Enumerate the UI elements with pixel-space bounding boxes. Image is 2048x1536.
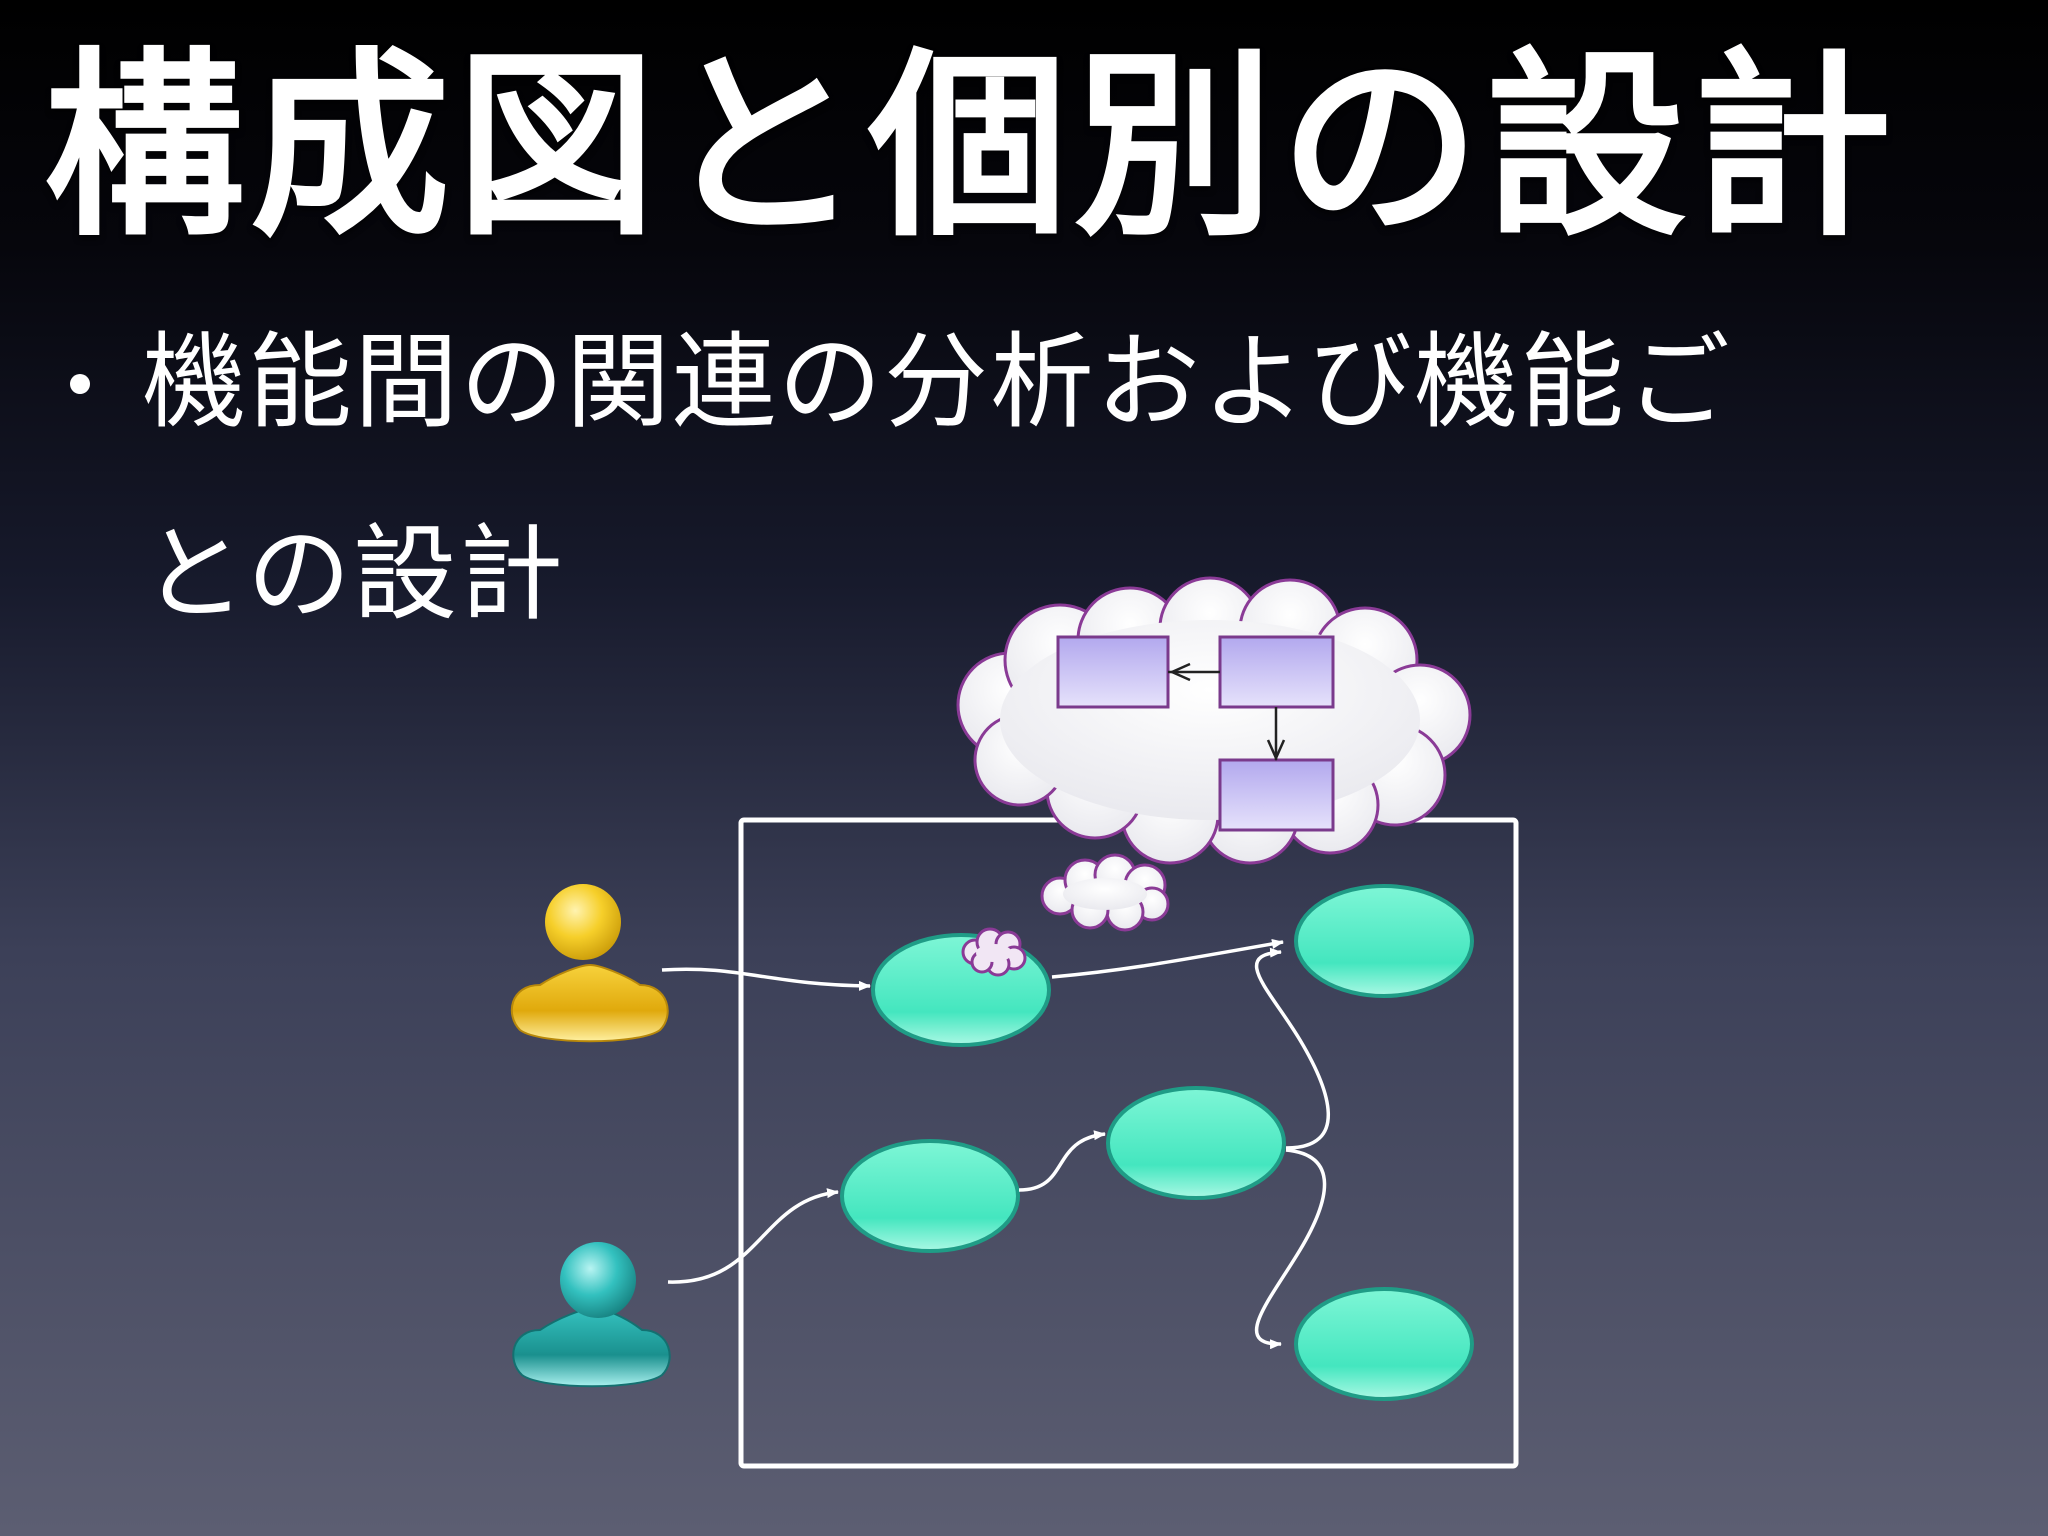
arrow-usecase1-to-usecase2 xyxy=(1051,938,1284,979)
arrow-usecase3-to-usecase5 xyxy=(1254,1148,1327,1350)
flow-arrows xyxy=(661,938,1330,1350)
arrow-usecase3-to-usecase2 xyxy=(1255,947,1330,1150)
teal-actor-icon xyxy=(512,1242,671,1388)
entity-box-1 xyxy=(1056,635,1170,709)
arrow-actor1-to-usecase1 xyxy=(661,967,871,991)
use-case-4 xyxy=(840,1139,1020,1253)
bullet-text-line-2: との設計 xyxy=(142,513,565,635)
entity-box-3 xyxy=(1218,758,1335,832)
arrow-actor2-to-usecase4 xyxy=(667,1188,839,1284)
bullet-dot xyxy=(70,374,90,394)
entity-relations xyxy=(1168,662,1286,762)
use-case-2 xyxy=(1294,884,1474,998)
entity-box-2 xyxy=(1218,635,1335,709)
tiny-cloud-icon xyxy=(961,927,1027,977)
yellow-actor-icon xyxy=(510,884,669,1043)
small-thought-cloud-icon xyxy=(1040,853,1170,932)
arrow-usecase4-to-usecase3 xyxy=(1018,1130,1106,1192)
use-case-5 xyxy=(1294,1287,1474,1401)
use-case-3 xyxy=(1106,1086,1286,1200)
slide-title: 構成図と個別の設計 xyxy=(44,31,1899,264)
bullet-text-line-1: 機能間の関連の分析および機能ご xyxy=(142,321,1733,443)
